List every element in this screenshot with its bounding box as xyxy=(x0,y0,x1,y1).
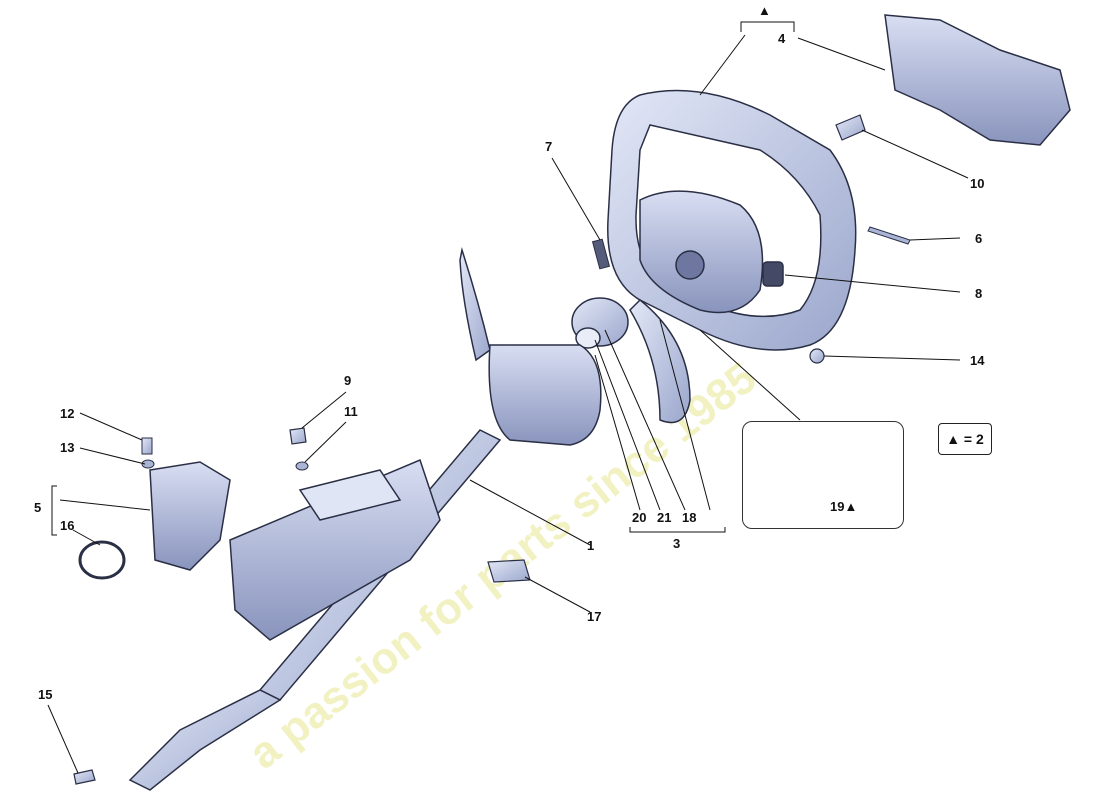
ignition-lock xyxy=(149,461,231,571)
plug-14 xyxy=(809,348,825,364)
callout-20: 20 xyxy=(632,510,647,525)
callout-4: 4 xyxy=(778,31,786,46)
callout-19: 19▲ xyxy=(830,499,858,514)
callout-13: 13 xyxy=(60,440,75,455)
bracket-17 xyxy=(487,559,531,583)
callout-15: 15 xyxy=(38,687,53,702)
callout-16: 16 xyxy=(60,518,75,533)
paddle-right xyxy=(629,298,691,424)
bolt-10 xyxy=(835,114,866,141)
clock-spring xyxy=(571,297,629,349)
column-switch-housing xyxy=(488,344,602,446)
callout-18: 18 xyxy=(682,510,697,525)
bolt-9 xyxy=(289,427,307,445)
callout-21: 21 xyxy=(657,510,672,525)
paddle-left xyxy=(459,247,491,362)
callout-7: 7 xyxy=(545,139,553,154)
bolt-15 xyxy=(73,769,96,785)
callout-14: 14 xyxy=(970,353,985,368)
pin-6 xyxy=(867,226,911,245)
callout-5: 5 xyxy=(34,500,42,515)
connector-7 xyxy=(591,238,611,270)
callout-3: 3 xyxy=(673,536,681,551)
callout-9: 9 xyxy=(344,373,352,388)
callout-6: 6 xyxy=(975,231,983,246)
screw-12 xyxy=(141,437,153,455)
callout-8: 8 xyxy=(975,286,983,301)
callout-1: 1 xyxy=(587,538,595,553)
steering-wheel-cover xyxy=(884,14,1071,146)
legend-quantity-note: ▲ = 2 xyxy=(938,423,992,455)
callout-10: 10 xyxy=(970,176,985,191)
antenna-ring-16 xyxy=(78,540,126,580)
callout-top-marker: ▲ xyxy=(758,3,771,18)
leader-lines xyxy=(47,21,969,774)
inset-frame xyxy=(742,421,904,529)
steering-wheel xyxy=(607,89,857,351)
steering-column xyxy=(128,429,502,791)
washer-11 xyxy=(295,461,309,471)
callout-17: 17 xyxy=(587,609,602,624)
callout-11: 11 xyxy=(344,404,358,419)
washer-13 xyxy=(141,459,155,469)
callout-12: 12 xyxy=(60,406,75,421)
